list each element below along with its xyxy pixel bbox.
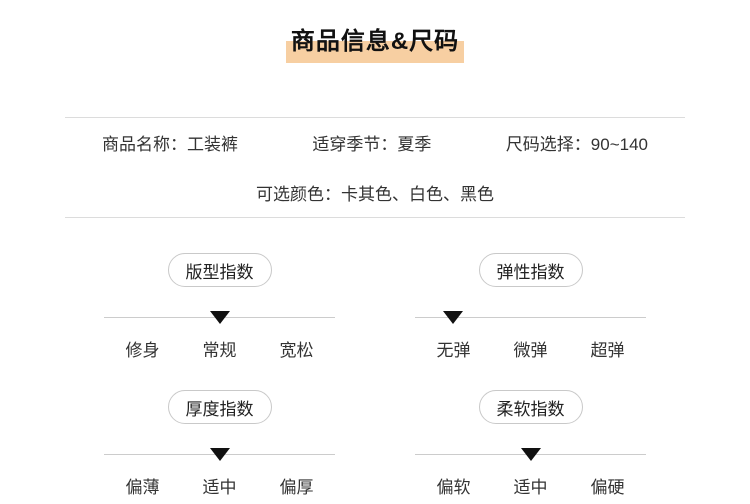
scale-option: 宽松 xyxy=(279,341,314,360)
indicator-elasticity: 弹性指数 无弹 微弹 超弹 xyxy=(415,253,646,361)
available-colors-field: 可选颜色：卡其色、白色、黑色 xyxy=(256,184,494,204)
title-highlight xyxy=(285,41,465,63)
scale-option: 偏厚 xyxy=(279,478,314,497)
scale-option: 偏软 xyxy=(436,478,471,497)
selected-marker-icon xyxy=(443,311,464,324)
indicator-softness-scale xyxy=(415,448,646,461)
indicator-elasticity-title: 弹性指数 xyxy=(496,262,565,282)
scale-option: 常规 xyxy=(202,341,237,360)
page-title-block: 商品信息&尺码 xyxy=(285,26,465,63)
product-info-table: 商品名称：工装裤 适穿季节：夏季 尺码选择：90~140 可选颜色：卡其色、白色… xyxy=(65,117,685,218)
indicator-thickness-scale xyxy=(104,448,335,461)
size-range-field: 尺码选择：90~140 xyxy=(505,135,648,154)
indicator-fit-title: 版型指数 xyxy=(185,262,254,282)
scale-option: 适中 xyxy=(202,478,237,497)
indicator-elasticity-labels: 无弹 微弹 超弹 xyxy=(415,336,646,361)
indicator-fit-pill: 版型指数 xyxy=(167,253,272,287)
scale-option: 偏薄 xyxy=(125,478,160,497)
indicator-thickness-title: 厚度指数 xyxy=(185,399,254,419)
indicator-softness-pill: 柔软指数 xyxy=(478,390,583,424)
product-colors-row: 可选颜色：卡其色、白色、黑色 xyxy=(65,167,685,217)
selected-marker-icon xyxy=(209,448,230,461)
indicator-fit-scale xyxy=(104,311,335,324)
scale-option: 无弹 xyxy=(436,341,471,360)
scale-option: 适中 xyxy=(513,478,548,497)
scale-option: 超弹 xyxy=(590,341,625,360)
scale-option: 偏硬 xyxy=(590,478,625,497)
indicator-thickness-pill: 厚度指数 xyxy=(167,390,272,424)
scale-line xyxy=(415,317,646,318)
indicator-thickness: 厚度指数 偏薄 适中 偏厚 xyxy=(104,390,335,498)
indicator-softness-title: 柔软指数 xyxy=(496,399,565,419)
indicator-fit-labels: 修身 常规 宽松 xyxy=(104,336,335,361)
page-header: 商品信息&尺码 xyxy=(0,26,750,63)
indicator-softness: 柔软指数 偏软 适中 偏硬 xyxy=(415,390,646,498)
product-info-row: 商品名称：工装裤 适穿季节：夏季 尺码选择：90~140 xyxy=(65,118,685,167)
indicator-softness-labels: 偏软 适中 偏硬 xyxy=(415,473,646,498)
indicator-fit: 版型指数 修身 常规 宽松 xyxy=(104,253,335,361)
indicator-elasticity-scale xyxy=(415,311,646,324)
scale-option: 修身 xyxy=(125,341,160,360)
indicator-grid: 版型指数 修身 常规 宽松 弹性指数 无弹 微弹 超弹 厚度指数 xyxy=(0,253,750,498)
scale-option: 微弹 xyxy=(513,341,548,360)
page-title: 商品信息&尺码 xyxy=(290,28,460,55)
selected-marker-icon xyxy=(209,311,230,324)
selected-marker-icon xyxy=(520,448,541,461)
indicator-thickness-labels: 偏薄 适中 偏厚 xyxy=(104,473,335,498)
product-name-field: 商品名称：工装裤 xyxy=(102,135,238,154)
season-field: 适穿季节：夏季 xyxy=(312,135,432,154)
indicator-elasticity-pill: 弹性指数 xyxy=(478,253,583,287)
